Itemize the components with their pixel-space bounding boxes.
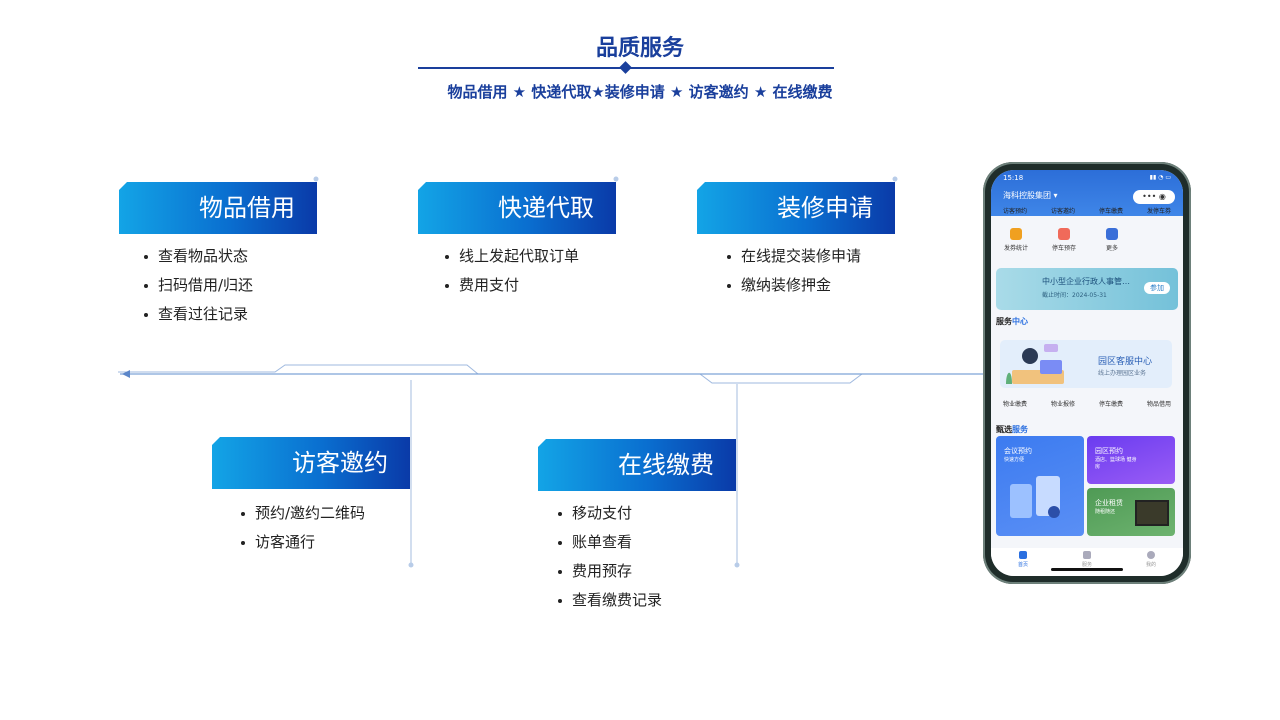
tile-enterprise-lease[interactable]: 企业租赁 随租随还 [1087,488,1175,536]
customer-service-card[interactable]: 园区客服中心 线上办理园区业务 [1000,340,1172,388]
service-card-title: 园区客服中心 [1098,357,1153,367]
banner-title: 中小型企业行政人事管… [1042,277,1130,286]
card-head-renovation-apply: 装修申请 [697,182,895,234]
org-name: 海科控股集团 [1003,191,1051,200]
service-property-repair[interactable]: 物业报修 [1050,401,1075,408]
mini-program-capsule[interactable]: ••• ◉ [1133,190,1175,204]
status-icons: ▮▮ ◔ ▭ [1149,174,1171,181]
shortcut-visitor-reserve[interactable]: 访客预约 [1002,208,1027,215]
service-card-subtitle: 线上办理园区业务 [1098,370,1147,377]
list-item: 账单查看 [556,528,662,557]
meeting-illustration [1010,476,1060,518]
section-service-center: 服务中心 [996,317,1028,326]
user-icon [1146,551,1155,559]
page-title: 品质服务 [595,36,684,61]
shortcut-visitor-invite[interactable]: 访客邀约 [1050,208,1075,215]
shortcut-parking-coupon[interactable]: 发停车券 [1146,208,1171,215]
list-item: 缴纳装修押金 [725,271,861,300]
org-selector[interactable]: 海科控股集团 ▾ [1003,191,1058,200]
shortcut-icons: 发券统计 停车预存 更多 [999,228,1129,252]
home-icon [1018,551,1027,559]
service-illustration [1006,344,1064,384]
tab-mine[interactable]: 我的 [1146,548,1156,576]
card-list-online-payment: 移动支付 账单查看 费用预存 查看缴费记录 [556,499,662,615]
list-item: 访客通行 [239,528,365,557]
list-item: 查看物品状态 [142,242,253,271]
card-list-visitor-invite: 预约/邀约二维码 访客通行 [239,499,365,557]
service-item-borrow[interactable]: 物品借用 [1146,401,1171,408]
lease-thumbnail [1135,500,1169,526]
list-item: 扫码借用/归还 [142,271,253,300]
phone-screen: 15:18 ▮▮ ◔ ▭ 海科控股集团 ▾ ••• ◉ 访客预约 访客邀约 停车… [991,170,1183,576]
card-head-item-borrow: 物品借用 [119,182,317,234]
list-item: 查看过往记录 [142,300,253,329]
shortcut-more[interactable]: 更多 [1095,228,1129,252]
list-item: 移动支付 [556,499,662,528]
home-indicator [1051,568,1123,571]
list-item: 预约/邀约二维码 [239,499,365,528]
service-property-fee[interactable]: 物业缴费 [1002,401,1027,408]
list-item: 费用支付 [443,271,579,300]
grid-icon [1106,228,1118,240]
tile-park-reserve[interactable]: 园区预约 酒店、篮球场 健身房 [1087,436,1175,484]
activity-banner[interactable]: 中小型企业行政人事管… 截止时间：2024-05-31 参加 [996,268,1178,310]
bottom-tabbar: 首页 服务 我的 [991,548,1183,576]
tab-home[interactable]: 首页 [1018,548,1028,576]
banner-deadline: 截止时间：2024-05-31 [1042,292,1107,299]
status-time: 15:18 [1003,174,1024,182]
list-item: 费用预存 [556,557,662,586]
list-item: 在线提交装修申请 [725,242,861,271]
card-list-express-pickup: 线上发起代取订单 费用支付 [443,242,579,300]
service-parking-fee[interactable]: 停车缴费 [1098,401,1123,408]
shortcut-parking-prestore[interactable]: 停车预存 [1047,228,1081,252]
card-list-item-borrow: 查看物品状态 扫码借用/归还 查看过往记录 [142,242,253,329]
parking-icon [1058,228,1070,240]
service-icon [1082,551,1091,559]
top-shortcuts: 访客预约 访客邀约 停车缴费 发停车券 [991,206,1183,215]
tile-meeting-reserve[interactable]: 会议预约 快速方便 [996,436,1084,536]
list-item: 查看缴费记录 [556,586,662,615]
phone-mockup: 15:18 ▮▮ ◔ ▭ 海科控股集团 ▾ ••• ◉ 访客预约 访客邀约 停车… [983,162,1191,584]
section-featured: 甄选服务 [996,425,1028,434]
shortcut-parking-pay[interactable]: 停车缴费 [1098,208,1123,215]
card-head-visitor-invite: 访客邀约 [212,437,410,489]
card-list-renovation-apply: 在线提交装修申请 缴纳装修押金 [725,242,861,300]
service-shortcuts: 物业缴费 物业报修 停车缴费 物品借用 [991,399,1183,408]
page-subtitle: 物品借用 ★ 快递代取★装修申请 ★ 访客邀约 ★ 在线缴费 [447,83,833,101]
tab-service[interactable]: 服务 [1082,548,1092,576]
shortcut-coupon-stats[interactable]: 发券统计 [999,228,1033,252]
card-head-express-pickup: 快递代取 [418,182,616,234]
list-item: 线上发起代取订单 [443,242,579,271]
chart-icon [1010,228,1022,240]
join-button[interactable]: 参加 [1144,282,1170,294]
card-head-online-payment: 在线缴费 [538,439,736,491]
